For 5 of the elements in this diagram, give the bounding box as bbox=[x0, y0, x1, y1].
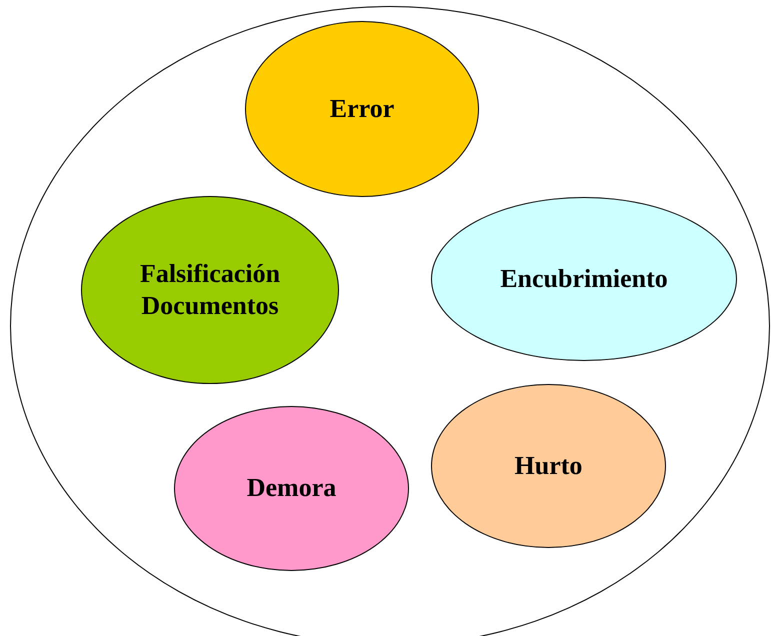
category-ellipse: Falsificación Documentos bbox=[81, 196, 339, 384]
category-ellipse: Encubrimiento bbox=[431, 197, 737, 361]
category-ellipse: Error bbox=[245, 21, 479, 197]
category-ellipse: Hurto bbox=[431, 384, 666, 548]
category-ellipse: Demora bbox=[174, 406, 409, 571]
